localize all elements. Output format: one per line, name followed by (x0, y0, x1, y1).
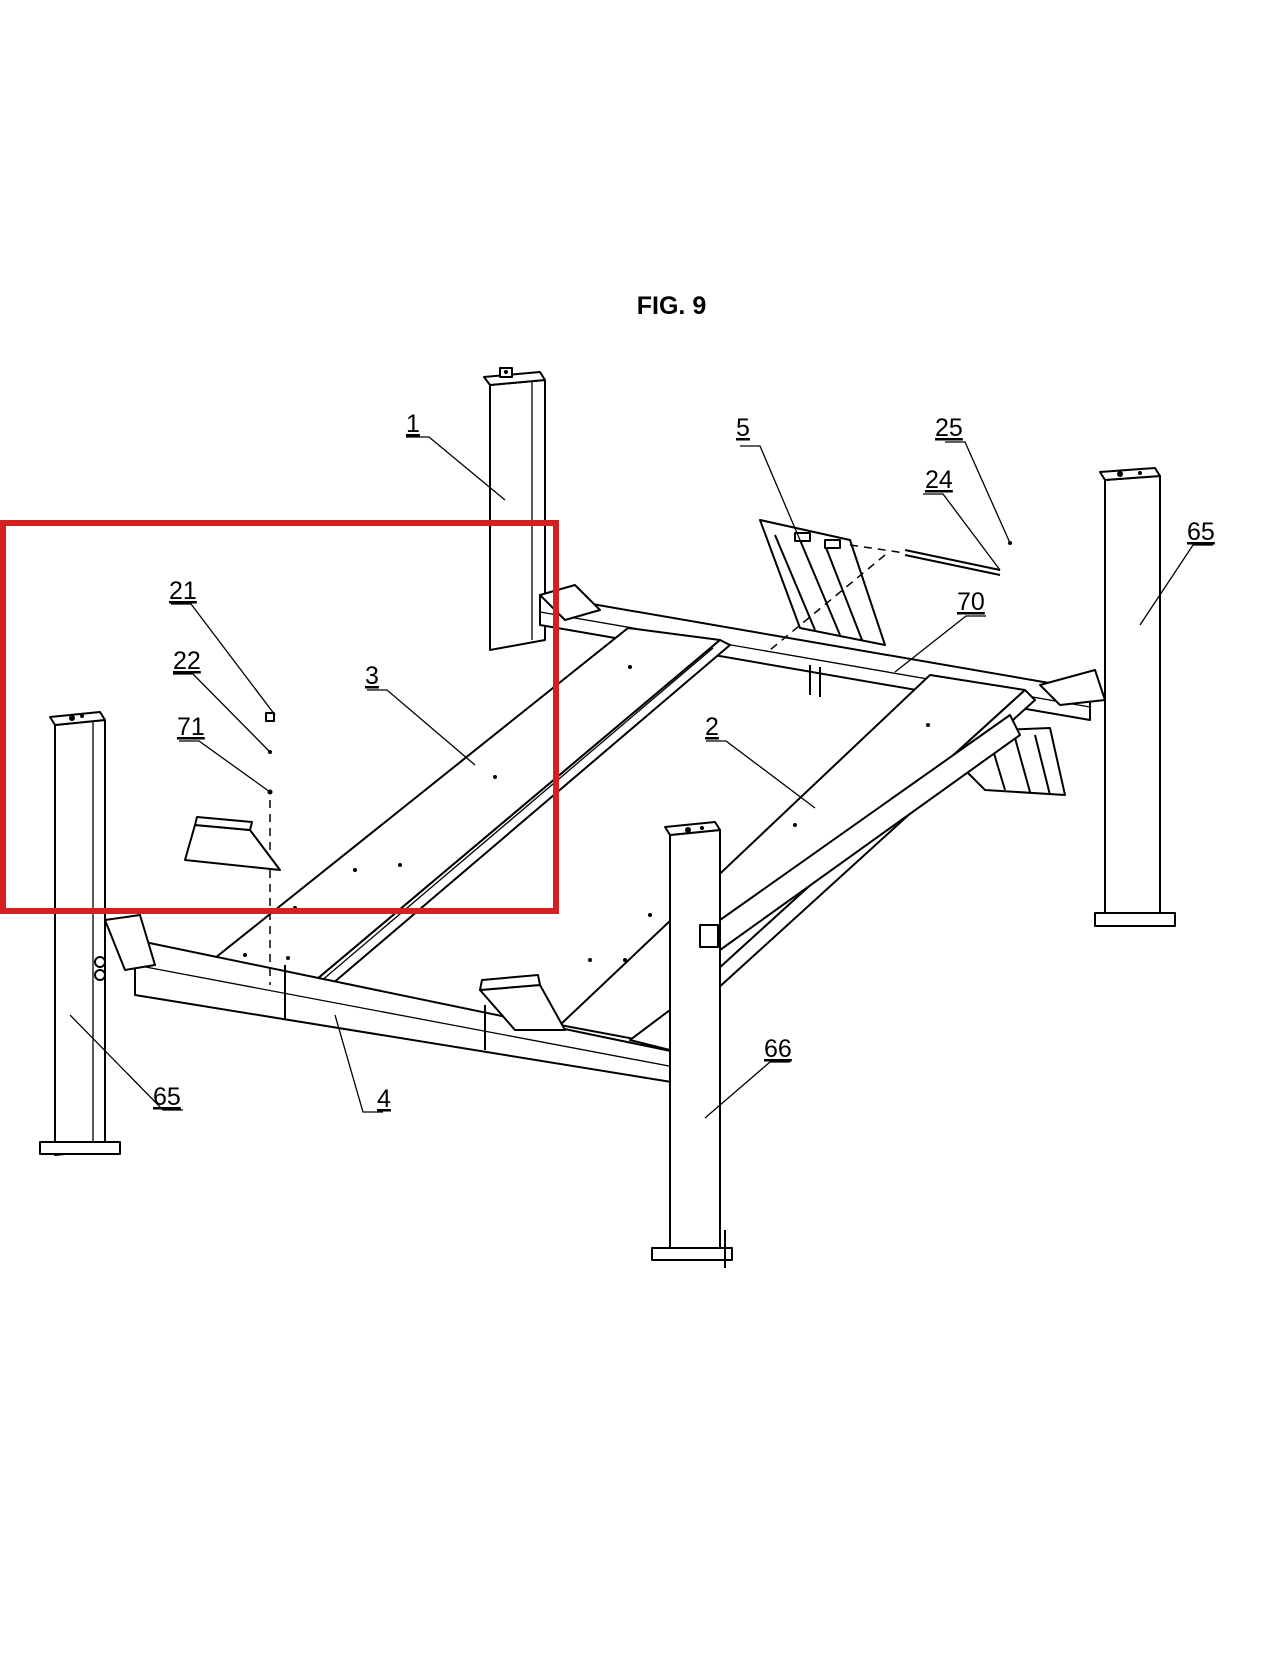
callout-2: 2 (705, 713, 719, 741)
tire-stop-bracket (184, 816, 281, 871)
callout-21: 21 (169, 577, 197, 605)
callout-66: 66 (764, 1035, 792, 1063)
figure-title: FIG. 9 (636, 292, 707, 320)
post-back-right (1094, 467, 1176, 927)
leader-lines (69, 436, 1213, 1119)
callout-71: 71 (177, 713, 205, 741)
side-rail-right (719, 714, 1021, 951)
post-back-left (483, 367, 546, 651)
callout-65-left: 65 (153, 1083, 181, 1111)
post-front-right (651, 821, 733, 1268)
runway-left (199, 627, 731, 991)
highlight-box (0, 520, 559, 914)
callout-4: 4 (377, 1085, 391, 1113)
callout-1: 1 (406, 410, 420, 438)
callout-65-right: 65 (1187, 518, 1215, 546)
tire-stop-front (479, 974, 566, 1031)
callout-labels: 1 5 25 24 65 70 21 22 71 3 2 65 4 66 (153, 410, 1215, 1113)
callout-22: 22 (173, 647, 201, 675)
runway-right (559, 674, 1036, 1051)
rod-24 (769, 541, 1012, 651)
callout-25: 25 (935, 414, 963, 442)
post-front-left (39, 711, 121, 1156)
callout-3: 3 (365, 662, 379, 690)
callout-24: 24 (925, 466, 953, 494)
tire-stop-rear (759, 519, 886, 646)
callout-5: 5 (736, 414, 750, 442)
callout-70: 70 (957, 588, 985, 616)
